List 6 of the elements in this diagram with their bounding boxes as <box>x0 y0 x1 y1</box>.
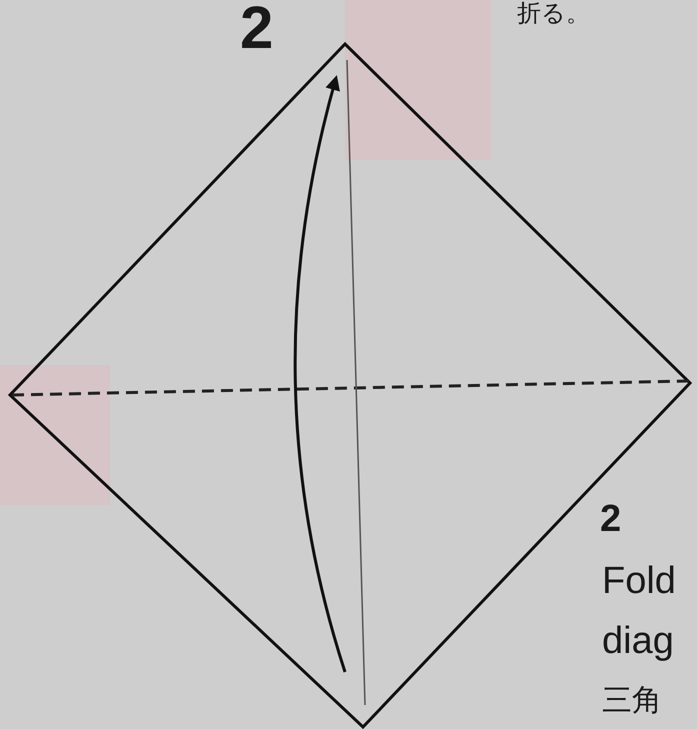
instruction-text: 折る。 <box>517 2 590 26</box>
instruction-text: diag <box>602 622 674 660</box>
step-number: 2 <box>240 0 274 58</box>
instruction-text: Fold <box>602 562 676 600</box>
step-number: 2 <box>600 500 622 538</box>
instruction-text: 三角 <box>602 686 662 716</box>
